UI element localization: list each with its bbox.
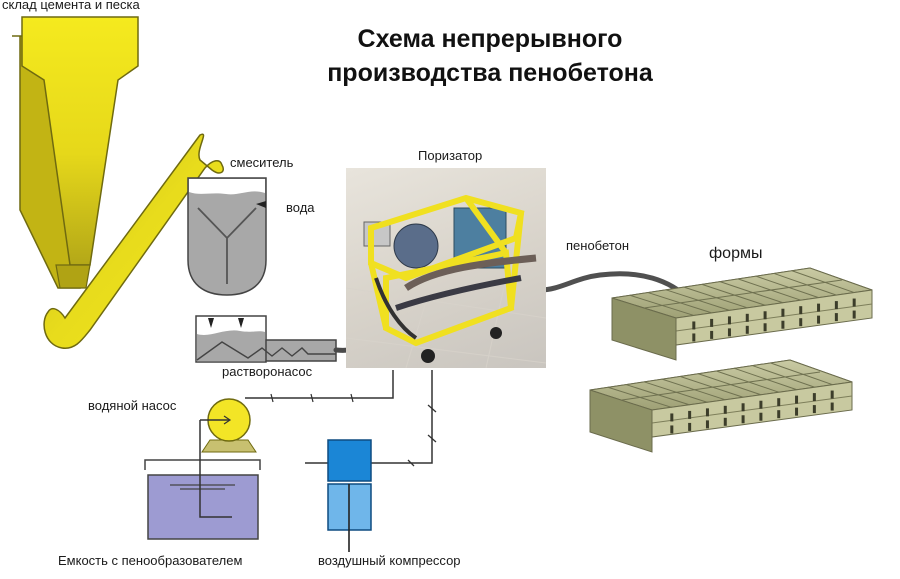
mold-tie bbox=[688, 410, 692, 419]
mold-tie bbox=[759, 400, 763, 409]
label-mortar-pump: растворонасос bbox=[222, 364, 313, 379]
mold-tie bbox=[692, 333, 696, 342]
mold-tie bbox=[688, 422, 692, 431]
label-storage: склад цемента и песка bbox=[2, 0, 140, 12]
mold-tie bbox=[834, 301, 838, 310]
label-porizator: Поризатор bbox=[418, 148, 483, 163]
mold-divider bbox=[769, 362, 833, 386]
label-water-pump: водяной насос bbox=[88, 398, 177, 413]
mold-tie bbox=[727, 328, 731, 337]
mold-tie bbox=[710, 318, 714, 327]
mold-tie bbox=[670, 413, 674, 422]
screw-conveyor bbox=[43, 133, 224, 349]
porizator-photo bbox=[346, 168, 546, 368]
label-foam-tank: Емкость с пенообразователем bbox=[58, 553, 243, 568]
label-water: вода bbox=[286, 200, 315, 215]
diagram-title-line1: Схема непрерывного bbox=[357, 25, 623, 53]
mold-tie bbox=[830, 390, 834, 399]
mold-tie bbox=[799, 306, 803, 315]
mold-tie bbox=[727, 316, 731, 325]
label-foam-concrete: пенобетон bbox=[566, 238, 629, 253]
mold-cells bbox=[607, 362, 834, 434]
label-mixer: смеситель bbox=[230, 155, 294, 170]
mold-divider bbox=[733, 367, 797, 391]
hose-foam-concrete bbox=[537, 271, 693, 303]
mold-tie bbox=[705, 408, 709, 417]
mold-tie bbox=[705, 420, 709, 429]
mold-tie bbox=[817, 315, 821, 324]
mold-tie bbox=[741, 415, 745, 424]
mold-divider bbox=[701, 283, 766, 306]
mold-divider bbox=[697, 373, 762, 396]
mold-center-wall bbox=[643, 279, 843, 309]
mortar-pump bbox=[195, 315, 337, 363]
water-pump bbox=[200, 398, 257, 453]
mixer bbox=[187, 177, 267, 296]
mold-tie bbox=[781, 320, 785, 329]
valve-marks bbox=[270, 393, 354, 403]
mold-center-wall bbox=[621, 371, 821, 401]
mold-divider bbox=[719, 281, 784, 304]
mold-divider bbox=[773, 272, 837, 296]
mold-tie bbox=[777, 398, 781, 407]
mold-tie bbox=[799, 318, 803, 327]
storage-hopper bbox=[12, 16, 139, 289]
mold-divider bbox=[751, 364, 815, 388]
mold-tie bbox=[763, 323, 767, 332]
mold-tie bbox=[812, 393, 816, 402]
mold-tie bbox=[817, 303, 821, 312]
air-compressor bbox=[305, 370, 437, 552]
mold-tie bbox=[795, 407, 799, 416]
mold-tie bbox=[852, 310, 856, 319]
mold-tie bbox=[834, 313, 838, 322]
mold-tie bbox=[812, 405, 816, 414]
mold-tie bbox=[763, 311, 767, 320]
mold-divider bbox=[737, 278, 801, 301]
mold-tie bbox=[692, 321, 696, 330]
mold-upper bbox=[611, 267, 873, 361]
mold-tie bbox=[670, 425, 674, 434]
mold-cells bbox=[629, 270, 856, 342]
mold-divider bbox=[755, 275, 819, 299]
mold-tie bbox=[745, 313, 749, 322]
mold-tie bbox=[745, 325, 749, 334]
label-air-compressor: воздушный компрессор bbox=[318, 553, 461, 568]
foam-tank bbox=[144, 420, 261, 540]
mold-tie bbox=[830, 402, 834, 411]
mold-divider bbox=[715, 370, 779, 393]
mold-tie bbox=[710, 330, 714, 339]
line-water-pump bbox=[245, 370, 394, 399]
mold-tie bbox=[777, 410, 781, 419]
porizator-machine bbox=[346, 194, 546, 368]
diagram-title-line2: производства пенобетона bbox=[327, 59, 653, 87]
mold-tie bbox=[723, 417, 727, 426]
mold-tie bbox=[852, 298, 856, 307]
label-molds: формы bbox=[709, 245, 763, 262]
mold-divider bbox=[791, 270, 855, 294]
mold-divider bbox=[679, 375, 744, 398]
mold-lower bbox=[589, 359, 853, 453]
mold-tie bbox=[795, 395, 799, 404]
mold-tie bbox=[741, 403, 745, 412]
mold-tie bbox=[759, 412, 763, 421]
mold-tie bbox=[781, 308, 785, 317]
mold-tie bbox=[723, 405, 727, 414]
